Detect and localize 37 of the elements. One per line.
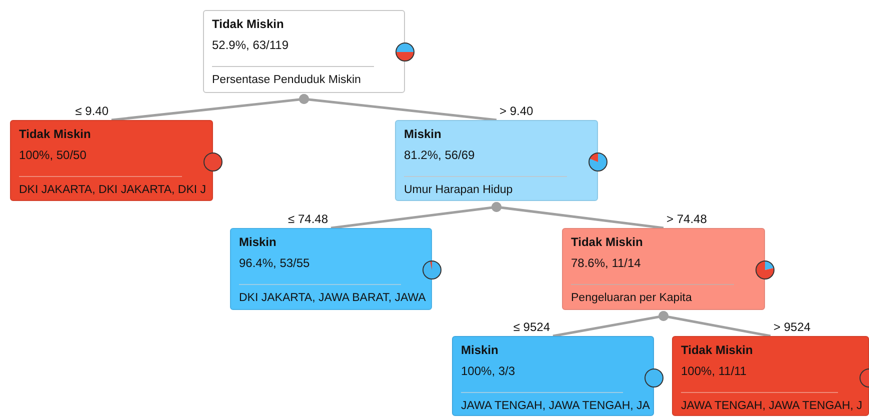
class-label: Miskin	[239, 235, 276, 249]
class-label: Tidak Miskin	[212, 17, 284, 31]
class-stats: 100%, 50/50	[19, 148, 86, 162]
split-attribute: Umur Harapan Hidup	[404, 184, 513, 196]
class-label: Tidak Miskin	[681, 343, 753, 357]
split-attribute: JAWA TENGAH, JAWA TENGAH, J	[681, 400, 862, 412]
class-label: Tidak Miskin	[571, 235, 643, 249]
edge-label: > 9.40	[498, 105, 534, 118]
split-attribute: DKI JAKARTA, JAWA BARAT, JAWA	[239, 292, 426, 304]
tree-node-box	[10, 120, 213, 201]
tree-node-box	[452, 336, 654, 416]
class-stats: 52.9%, 63/119	[212, 38, 289, 52]
tree-node-box	[230, 228, 432, 310]
tree-node-box	[672, 336, 869, 416]
edge-label: ≤ 74.48	[287, 213, 329, 226]
split-attribute: Persentase Penduduk Miskin	[212, 74, 361, 86]
class-label: Miskin	[404, 127, 442, 141]
tree-node-box	[203, 10, 405, 93]
split-attribute: Pengeluaran per Kapita	[571, 292, 692, 304]
tree-branch-line	[492, 202, 664, 230]
class-stats: 100%, 3/3	[461, 364, 516, 378]
split-attribute: DKI JAKARTA, DKI JAKARTA, DKI J	[19, 184, 206, 196]
class-stats: 96.4%, 53/55	[239, 256, 310, 270]
edge-label: > 74.48	[666, 213, 708, 226]
class-stats: 78.6%, 11/14	[571, 256, 641, 270]
tree-branch-line	[299, 94, 497, 122]
split-attribute: JAWA TENGAH, JAWA TENGAH, JA	[461, 400, 650, 412]
class-stats: 81.2%, 56/69	[404, 148, 475, 162]
edge-label: ≤ 9.40	[74, 105, 110, 118]
tree-node-box	[562, 228, 765, 310]
edge-label: > 9524	[772, 321, 812, 334]
class-label: Miskin	[461, 343, 498, 357]
class-label: Tidak Miskin	[19, 127, 91, 141]
class-stats: 100%, 11/11	[681, 364, 747, 378]
tree-branch-line	[658, 311, 771, 338]
edge-label: ≤ 9524	[512, 321, 551, 334]
tree-node-box	[395, 120, 598, 201]
